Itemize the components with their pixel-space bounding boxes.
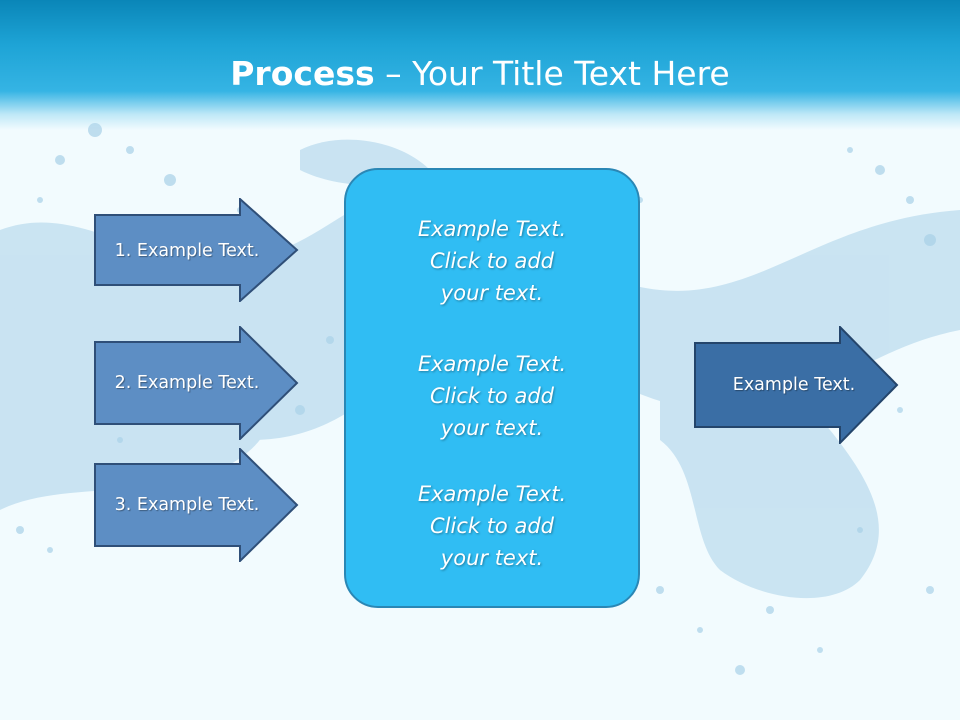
process-arrow-1[interactable] xyxy=(94,198,300,302)
title-banner xyxy=(0,0,960,130)
process-arrow-3[interactable] xyxy=(94,448,300,562)
panel-text-block-2[interactable]: Example Text. Click to add your text. xyxy=(417,352,567,440)
process-arrow-2[interactable] xyxy=(94,326,300,440)
title-bold-part: Process xyxy=(230,54,375,93)
panel-text-block-1[interactable]: Example Text. Click to add your text. xyxy=(417,217,567,305)
center-text-panel[interactable] xyxy=(344,168,640,608)
panel-text-block-3[interactable]: Example Text. Click to add your text. xyxy=(417,482,567,570)
slide-title[interactable]: Process – Your Title Text Here xyxy=(0,52,960,96)
output-arrow[interactable] xyxy=(694,326,900,444)
title-rest-part: – Your Title Text Here xyxy=(374,54,730,93)
